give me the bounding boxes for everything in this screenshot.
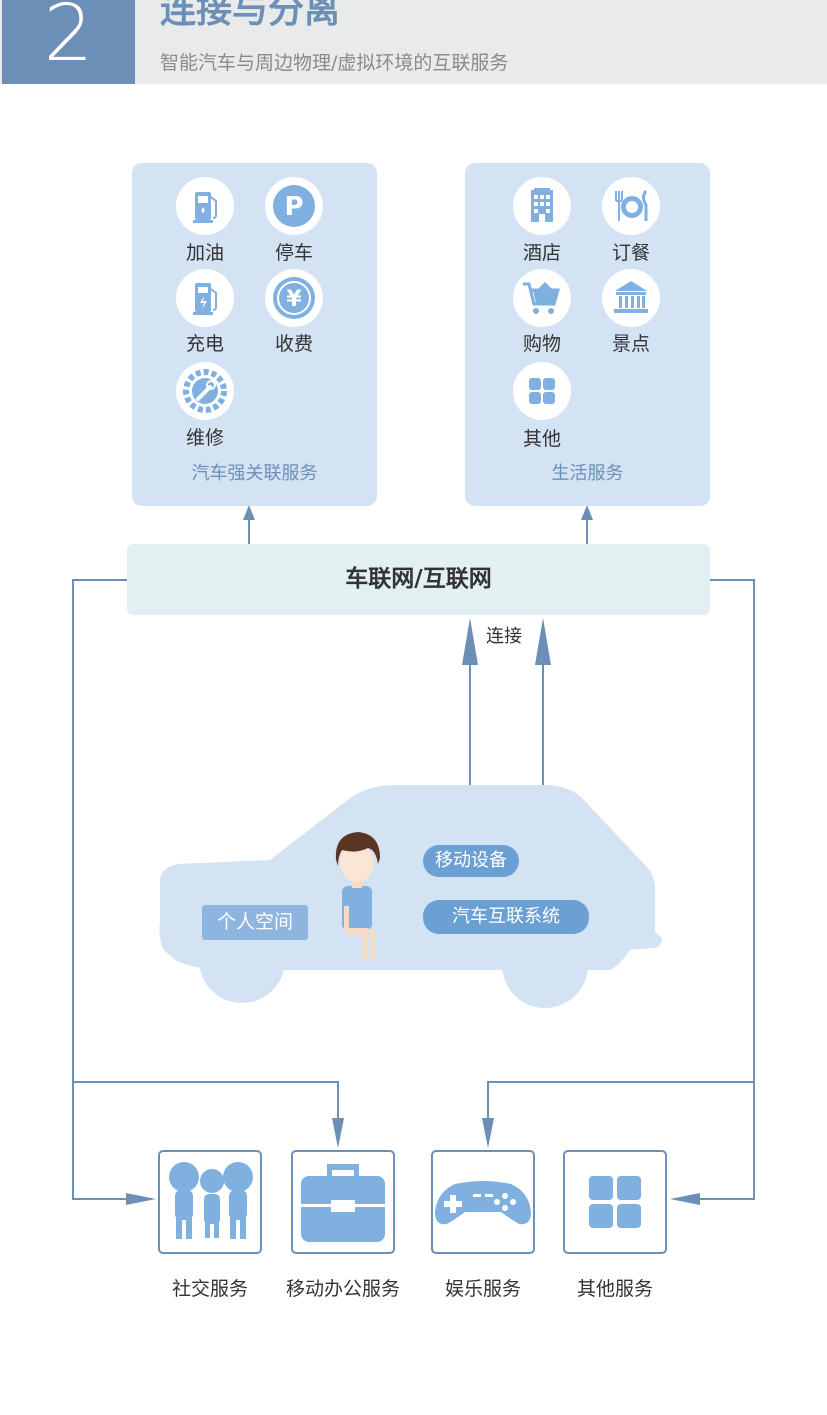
service-label-repair: 维修	[185, 427, 224, 449]
people-icon[interactable]	[158, 1150, 262, 1254]
landmark-icon[interactable]	[602, 269, 660, 327]
car-silhouette	[159, 785, 662, 1008]
header-band	[0, 0, 827, 84]
hotel-icon[interactable]	[513, 177, 571, 235]
grid-icon[interactable]	[513, 362, 571, 420]
life-services-caption: 生活服务	[551, 463, 624, 484]
service-label-landmark: 景点	[611, 333, 650, 355]
bottom-label-social: 社交服务	[171, 1278, 248, 1300]
gamepad-icon[interactable]	[431, 1150, 535, 1254]
bottom-label-office: 移动办公服务	[285, 1278, 400, 1300]
car-services-caption: 汽车强关联服务	[191, 463, 318, 484]
bottom-label-entertainment: 娱乐服务	[444, 1278, 521, 1300]
mobile-device-pill[interactable]: 移动设备	[423, 845, 519, 877]
bottom-label-other: 其他服务	[576, 1278, 653, 1300]
service-label-shopping: 购物	[522, 333, 561, 355]
page-title: 连接与分离	[160, 0, 341, 31]
dining-icon[interactable]	[602, 177, 660, 235]
life-services-panel	[465, 163, 710, 506]
svg-text:¥: ¥	[286, 287, 302, 312]
section-number-box	[2, 0, 135, 84]
section-number: 2	[43, 0, 94, 79]
service-label-hotel: 酒店	[522, 242, 561, 264]
person-icon	[335, 832, 380, 960]
service-label-charging: 充电	[185, 333, 224, 355]
svg-text:P: P	[284, 192, 303, 222]
personal-space-label: 个人空间	[202, 905, 308, 940]
network-label: 车联网/互联网	[345, 566, 492, 592]
service-label-fuel: 加油	[185, 242, 224, 264]
vehicle-system-pill[interactable]: 汽车互联系统	[423, 900, 589, 934]
service-label-other: 其他	[522, 428, 561, 450]
connect-label: 连接	[486, 626, 522, 647]
yen-coin-icon[interactable]: ¥	[265, 269, 323, 327]
charging-station-icon[interactable]	[176, 269, 234, 327]
service-label-dining: 订餐	[611, 242, 650, 264]
parking-icon[interactable]: P	[265, 177, 323, 235]
briefcase-icon[interactable]	[291, 1150, 395, 1254]
service-label-parking: 停车	[274, 242, 313, 264]
wrench-gear-icon[interactable]	[176, 362, 234, 420]
service-label-toll: 收费	[274, 333, 313, 355]
fuel-pump-icon[interactable]	[176, 177, 234, 235]
shopping-cart-icon[interactable]	[513, 269, 571, 327]
car-services-panel	[132, 163, 377, 506]
page-subtitle: 智能汽车与周边物理/虚拟环境的互联服务	[160, 52, 509, 74]
grid-icon[interactable]	[563, 1150, 667, 1254]
network-bar	[127, 544, 710, 615]
